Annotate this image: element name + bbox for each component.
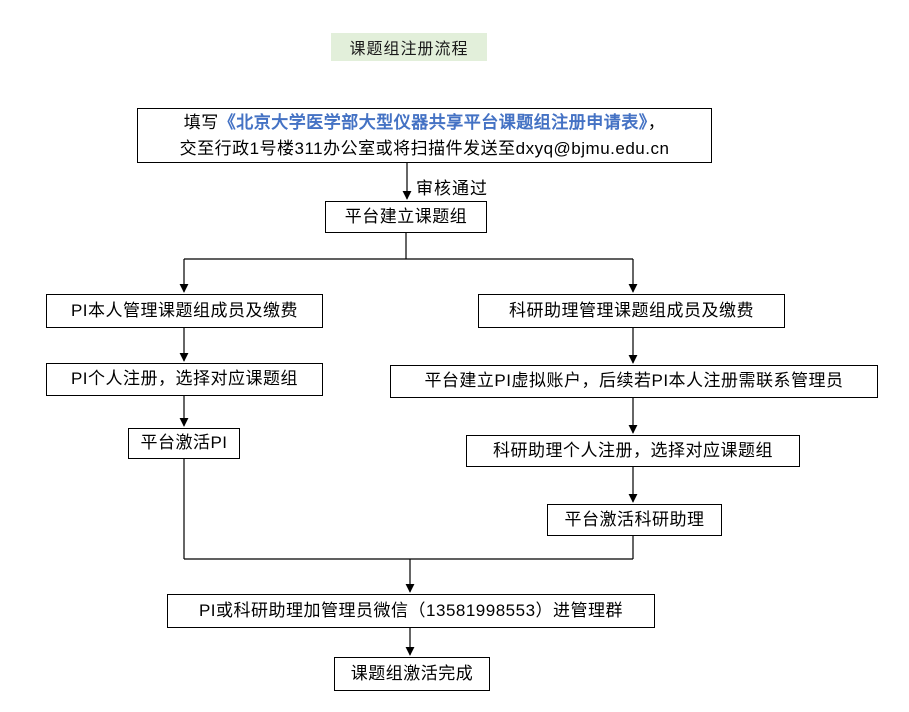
apply-form-prefix: 填写	[183, 112, 219, 132]
apply-form-line2: 交至行政1号楼311办公室或将扫描件发送至dxyq@bjmu.edu.cn	[179, 138, 670, 158]
node-assistant-manage-members: 科研助理管理课题组成员及缴费	[478, 294, 785, 328]
node-assistant-activate: 平台激活科研助理	[547, 504, 722, 536]
node-pi-activate: 平台激活PI	[128, 428, 240, 459]
node-activation-complete: 课题组激活完成	[334, 657, 490, 691]
apply-form-suffix: ，	[647, 112, 666, 132]
apply-form-line1: 填写《北京大学医学部大型仪器共享平台课题组注册申请表》，	[184, 110, 666, 136]
flowchart-title: 课题组注册流程	[331, 33, 487, 61]
node-pi-manage-members: PI本人管理课题组成员及缴费	[46, 294, 323, 328]
node-pi-virtual-account: 平台建立PI虚拟账户，后续若PI本人注册需联系管理员	[390, 365, 878, 398]
node-pi-register: PI个人注册，选择对应课题组	[46, 363, 323, 396]
edge-label-review-passed: 审核通过	[416, 179, 488, 198]
node-apply-form: 填写《北京大学医学部大型仪器共享平台课题组注册申请表》， 交至行政1号楼311办…	[137, 108, 712, 163]
node-create-group: 平台建立课题组	[325, 201, 487, 233]
node-wechat-admin-group: PI或科研助理加管理员微信（13581998553）进管理群	[167, 594, 655, 628]
node-assistant-register: 科研助理个人注册，选择对应课题组	[466, 435, 800, 467]
registration-form-link[interactable]: 《北京大学医学部大型仪器共享平台课题组注册申请表》	[218, 112, 648, 132]
